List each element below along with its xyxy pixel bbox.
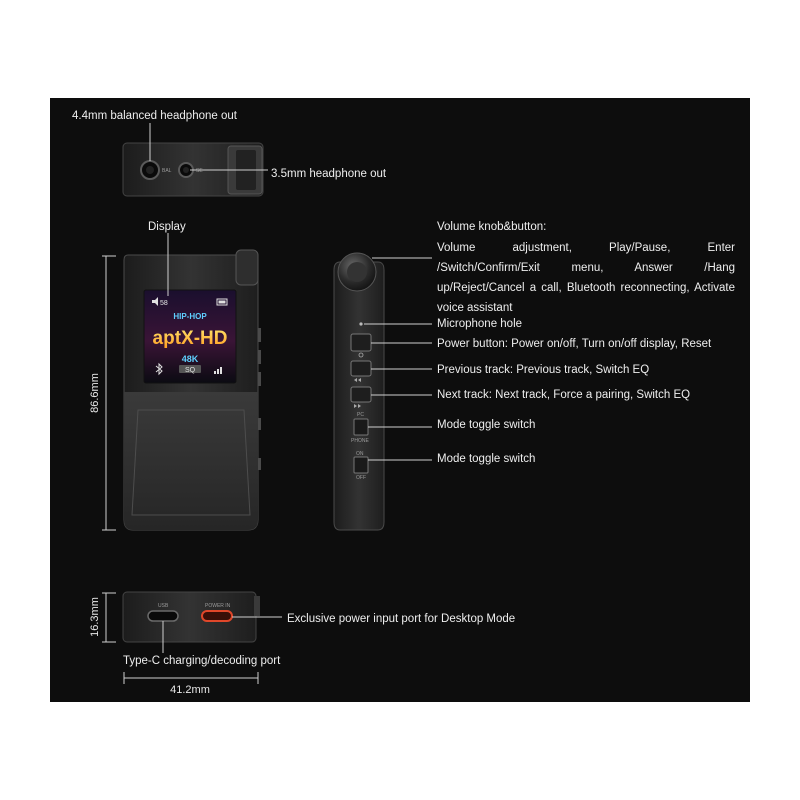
- power-icon: [358, 352, 364, 358]
- bal-port-text: BAL: [162, 168, 172, 174]
- mode-switch-label-2: Mode toggle switch: [437, 453, 536, 465]
- signal-icon: [214, 367, 222, 374]
- width-value: 41.2mm: [170, 684, 210, 696]
- quality-text: SQ: [185, 367, 196, 374]
- mode-switch-label-1: Mode toggle switch: [437, 419, 536, 431]
- on-text: ON: [356, 451, 364, 457]
- sample-rate-text: 48K: [182, 354, 199, 364]
- volume-knob-description: Volume adjustment, Play/Pause, Enter /Sw…: [437, 242, 735, 314]
- microphone-label: Microphone hole: [437, 318, 523, 330]
- next-track-label: Next track: Next track, Force a pairing,…: [437, 389, 691, 401]
- speaker-icon: [152, 297, 158, 306]
- phone-text: PHONE: [351, 438, 369, 444]
- previous-track-button: [350, 360, 372, 377]
- volume-knob-title: Volume knob&button:: [437, 221, 547, 233]
- bottom-view: USB POWER IN: [122, 591, 260, 643]
- previous-icon: [354, 378, 361, 382]
- power-in-text: POWER IN: [205, 603, 231, 609]
- front-view: 58 HIP-HOP aptX-HD 48K SQ: [123, 249, 261, 531]
- width-dimension: [123, 672, 259, 684]
- next-icon: [354, 404, 361, 408]
- se-port-text: SE: [196, 168, 203, 174]
- power-input-port: [201, 610, 233, 622]
- thickness-dimension: [102, 592, 116, 643]
- typec-port: [147, 610, 179, 622]
- codec-text: aptX-HD: [153, 328, 228, 349]
- microphone-hole: [359, 322, 363, 326]
- power-input-label: Exclusive power input port for Desktop M…: [287, 613, 516, 625]
- side-leaders: [364, 257, 432, 461]
- balanced-out-label: 4.4mm balanced headphone out: [72, 110, 237, 122]
- typec-label: Type-C charging/decoding port: [123, 655, 281, 667]
- next-track-button: [350, 386, 372, 403]
- side-view: PC PHONE ON OFF: [333, 252, 385, 531]
- off-text: OFF: [356, 475, 366, 481]
- volume-level: 58: [160, 300, 168, 307]
- genre-text: HIP-HOP: [173, 312, 207, 321]
- mode-switch-2: [353, 456, 369, 474]
- height-dimension: [102, 255, 116, 531]
- battery-icon: [216, 298, 228, 306]
- thickness-value: 16.3mm: [89, 597, 101, 637]
- previous-track-label: Previous track: Previous track, Switch E…: [437, 364, 650, 376]
- height-value: 86.6mm: [89, 373, 101, 413]
- pc-text: PC: [357, 412, 364, 418]
- mode-switch-1: [353, 418, 369, 436]
- bluetooth-icon: [155, 362, 163, 376]
- display-label: Display: [148, 221, 186, 233]
- power-button-label: Power button: Power on/off, Turn on/off …: [437, 338, 712, 350]
- headphone-out-label: 3.5mm headphone out: [271, 168, 387, 180]
- display-screen: [143, 289, 237, 384]
- power-button: [350, 333, 372, 352]
- usb-text: USB: [158, 603, 169, 609]
